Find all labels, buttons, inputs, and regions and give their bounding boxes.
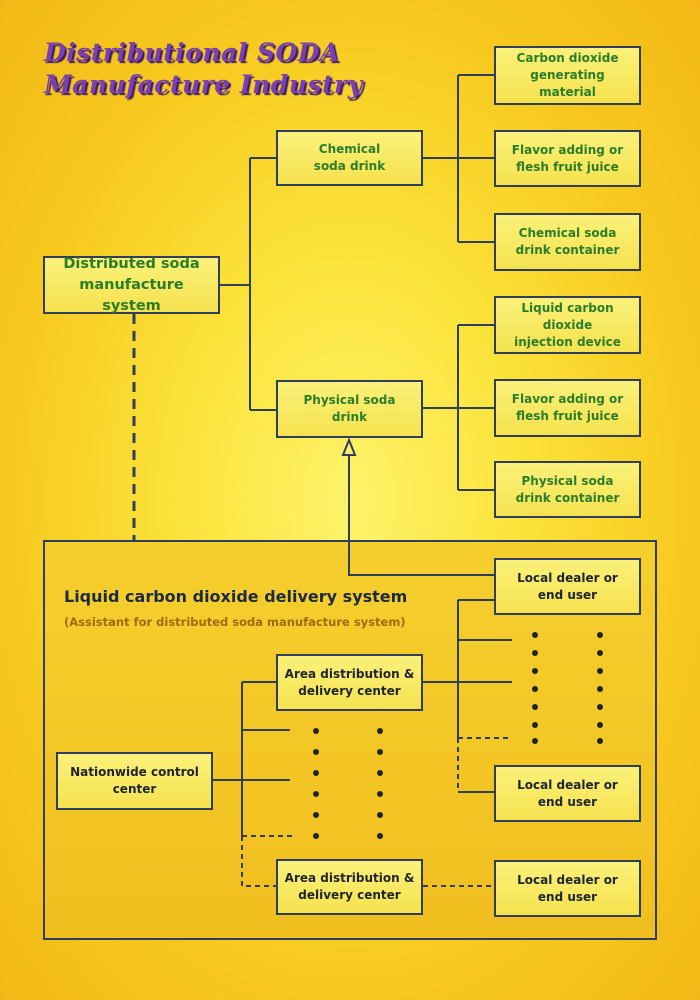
delivery-system-subtitle: (Assistant for distributed soda manufact…	[64, 615, 406, 629]
node-local-dealer-1: Local dealer or end user	[494, 558, 641, 615]
node-local-dealer-2: Local dealer or end user	[494, 765, 641, 822]
node-area-center-1: Area distribution & delivery center	[276, 654, 423, 711]
node-area-center-2: Area distribution & delivery center	[276, 859, 423, 915]
node-nationwide-control-center: Nationwide control center	[56, 752, 213, 810]
node-local-dealer-3: Local dealer or end user	[494, 860, 641, 917]
delivery-system-title: Liquid carbon dioxide delivery system	[64, 587, 407, 606]
